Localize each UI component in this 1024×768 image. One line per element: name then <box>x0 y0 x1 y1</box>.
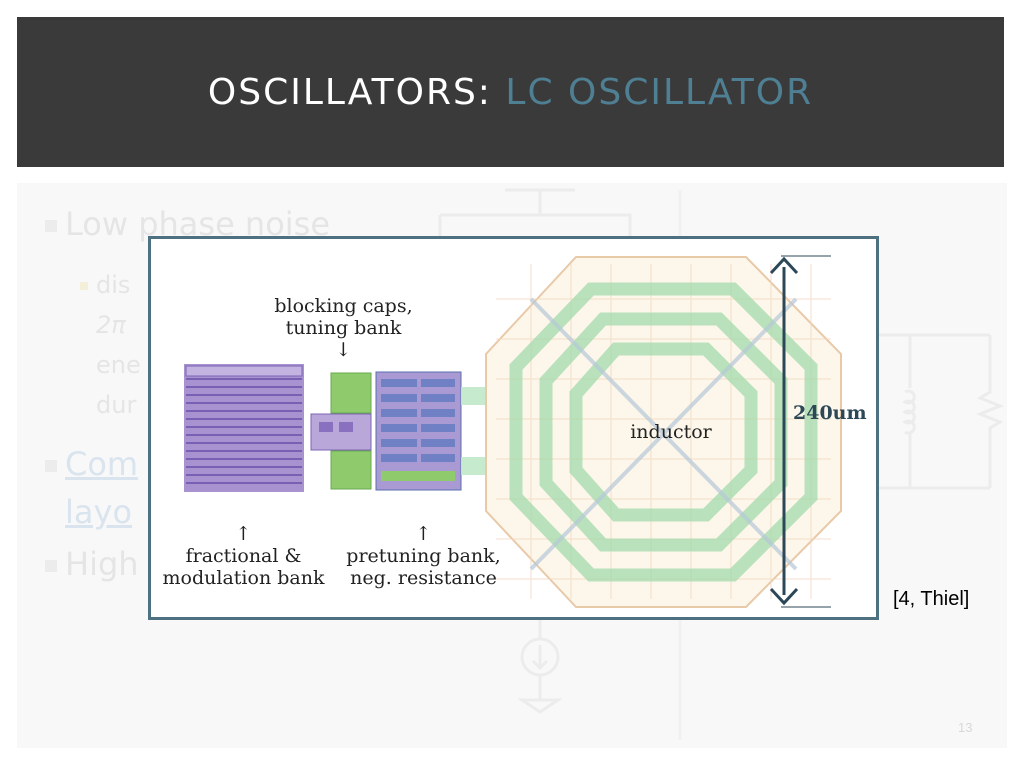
page-number: 13 <box>958 720 973 735</box>
label-inductor: inductor <box>630 421 712 443</box>
blocking-cap-bottom <box>330 450 372 490</box>
dimension-arrow <box>769 255 831 608</box>
inductor-layout <box>485 256 842 608</box>
label-dimension: 240um <box>793 402 867 424</box>
label-blocking-caps: blocking caps, tuning bank↓ <box>251 295 436 361</box>
label-fractional-bank: ↑ fractional & modulation bank <box>162 523 325 589</box>
blocking-caps-text: blocking caps, tuning bank <box>274 295 413 339</box>
slide-title: OSCILLATORS: LC OSCILLATOR <box>208 72 813 113</box>
bg-bullet-link[interactable]: Com layo <box>45 440 138 536</box>
bullet-square <box>45 560 57 572</box>
chip-layout-figure: blocking caps, tuning bank↓ ↑ fractional… <box>148 236 879 620</box>
bg-subbullet: dis 2π ene dur <box>80 265 141 425</box>
title-bar: OSCILLATORS: LC OSCILLATOR <box>17 17 1004 167</box>
title-accent: LC OSCILLATOR <box>505 71 814 113</box>
bullet-square <box>45 220 57 232</box>
subbullet-line-3: ene <box>96 351 141 379</box>
blocking-cap-top <box>330 372 372 414</box>
bg-bullet-high: High <box>45 545 139 583</box>
bullet-link-line-2[interactable]: layo <box>65 493 133 531</box>
label-pretuning-bank: ↑ pretuning bank, neg. resistance <box>346 523 501 589</box>
fractional-modulation-bank-block <box>184 364 304 492</box>
subbullet-line-4: dur <box>96 391 137 419</box>
subbullet-line-1: dis <box>80 265 141 305</box>
bullet-link-line-1[interactable]: Com <box>65 445 139 483</box>
bullet-text: High <box>65 545 139 583</box>
bullet-square <box>45 460 57 472</box>
subbullet-line-2: 2π <box>96 311 126 339</box>
subbullet-text: dis <box>96 271 131 299</box>
bank-stripes <box>186 378 302 484</box>
chip-layout-image <box>184 255 842 608</box>
down-arrow-icon: ↓ <box>335 339 352 361</box>
bullet-dot <box>80 282 88 290</box>
title-main: OSCILLATORS: <box>207 71 506 113</box>
citation: [4, Thiel] <box>893 588 970 610</box>
